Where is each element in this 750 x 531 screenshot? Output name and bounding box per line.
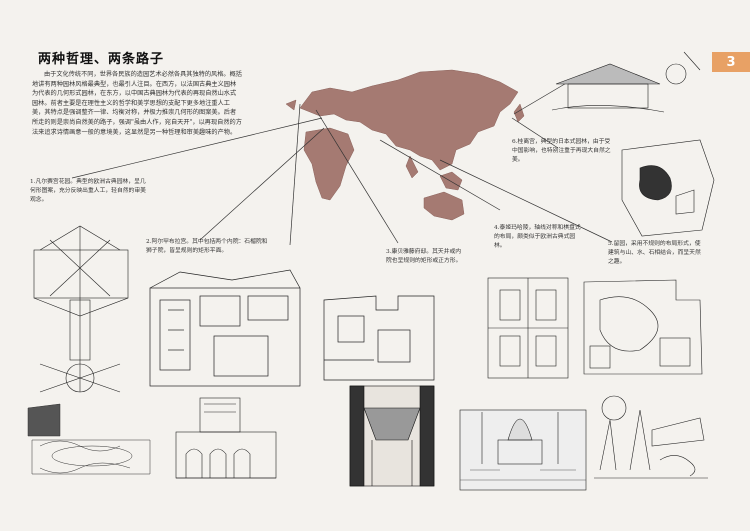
- katsura-pavilion-sketch: [551, 51, 701, 113]
- caption-liuyuan: 5.留园，采用不规则的布局形式，使建筑与山、水、石相结合，而呈天然之趣。: [608, 241, 701, 265]
- palazzo-court-sketch: [349, 385, 435, 487]
- liuyuan-plan-sketch: [583, 279, 703, 375]
- alhambra-court-sketch: [175, 397, 277, 479]
- caption-alhambra: 2.阿尔罕布拉宫。其中包括两个内院：石榴院和狮子院，皆呈规则的矩形平面。: [146, 239, 268, 254]
- caption-katsura: 6.桂离宫，典型的日本式园林，由于受中国影响，也特别注重于再现大自然之美。: [512, 139, 611, 163]
- versailles-plan-sketch: [33, 225, 129, 393]
- palazzo-plan-sketch: [323, 295, 435, 381]
- leader-lines: [71, 74, 613, 246]
- alhambra-plan-sketch: [149, 269, 301, 387]
- taj-elevation-sketch: [459, 409, 587, 491]
- intro-text: 由于文化传统不同，世界各民族的造园艺术必然各具其独特的风格。概括地讲有两种园林风…: [32, 71, 242, 136]
- caption-versailles: 1.凡尔赛宫花园。典型的欧洲古典园林，呈几何形图案，充分反映出重人工，轻自然的审…: [30, 179, 146, 203]
- caption-palazzo: 3.康贝雅藤府邸。其天井或内院也呈规则的矩形或正方形。: [386, 249, 462, 264]
- katsura-plan-sketch: [621, 139, 715, 237]
- page-number-tab: 3: [712, 52, 750, 72]
- liuyuan-scene-sketch: [594, 395, 708, 479]
- page-title: 两种哲理、两条路子: [38, 52, 165, 67]
- caption-taj-mahal: 4.泰姬玛哈陵，轴线对称和棋盘式的布局，颇类似于欧洲古典式园林。: [494, 225, 581, 249]
- versailles-parterre-sketch: [27, 403, 151, 475]
- taj-plan-sketch: [487, 277, 569, 379]
- world-map: [285, 69, 525, 221]
